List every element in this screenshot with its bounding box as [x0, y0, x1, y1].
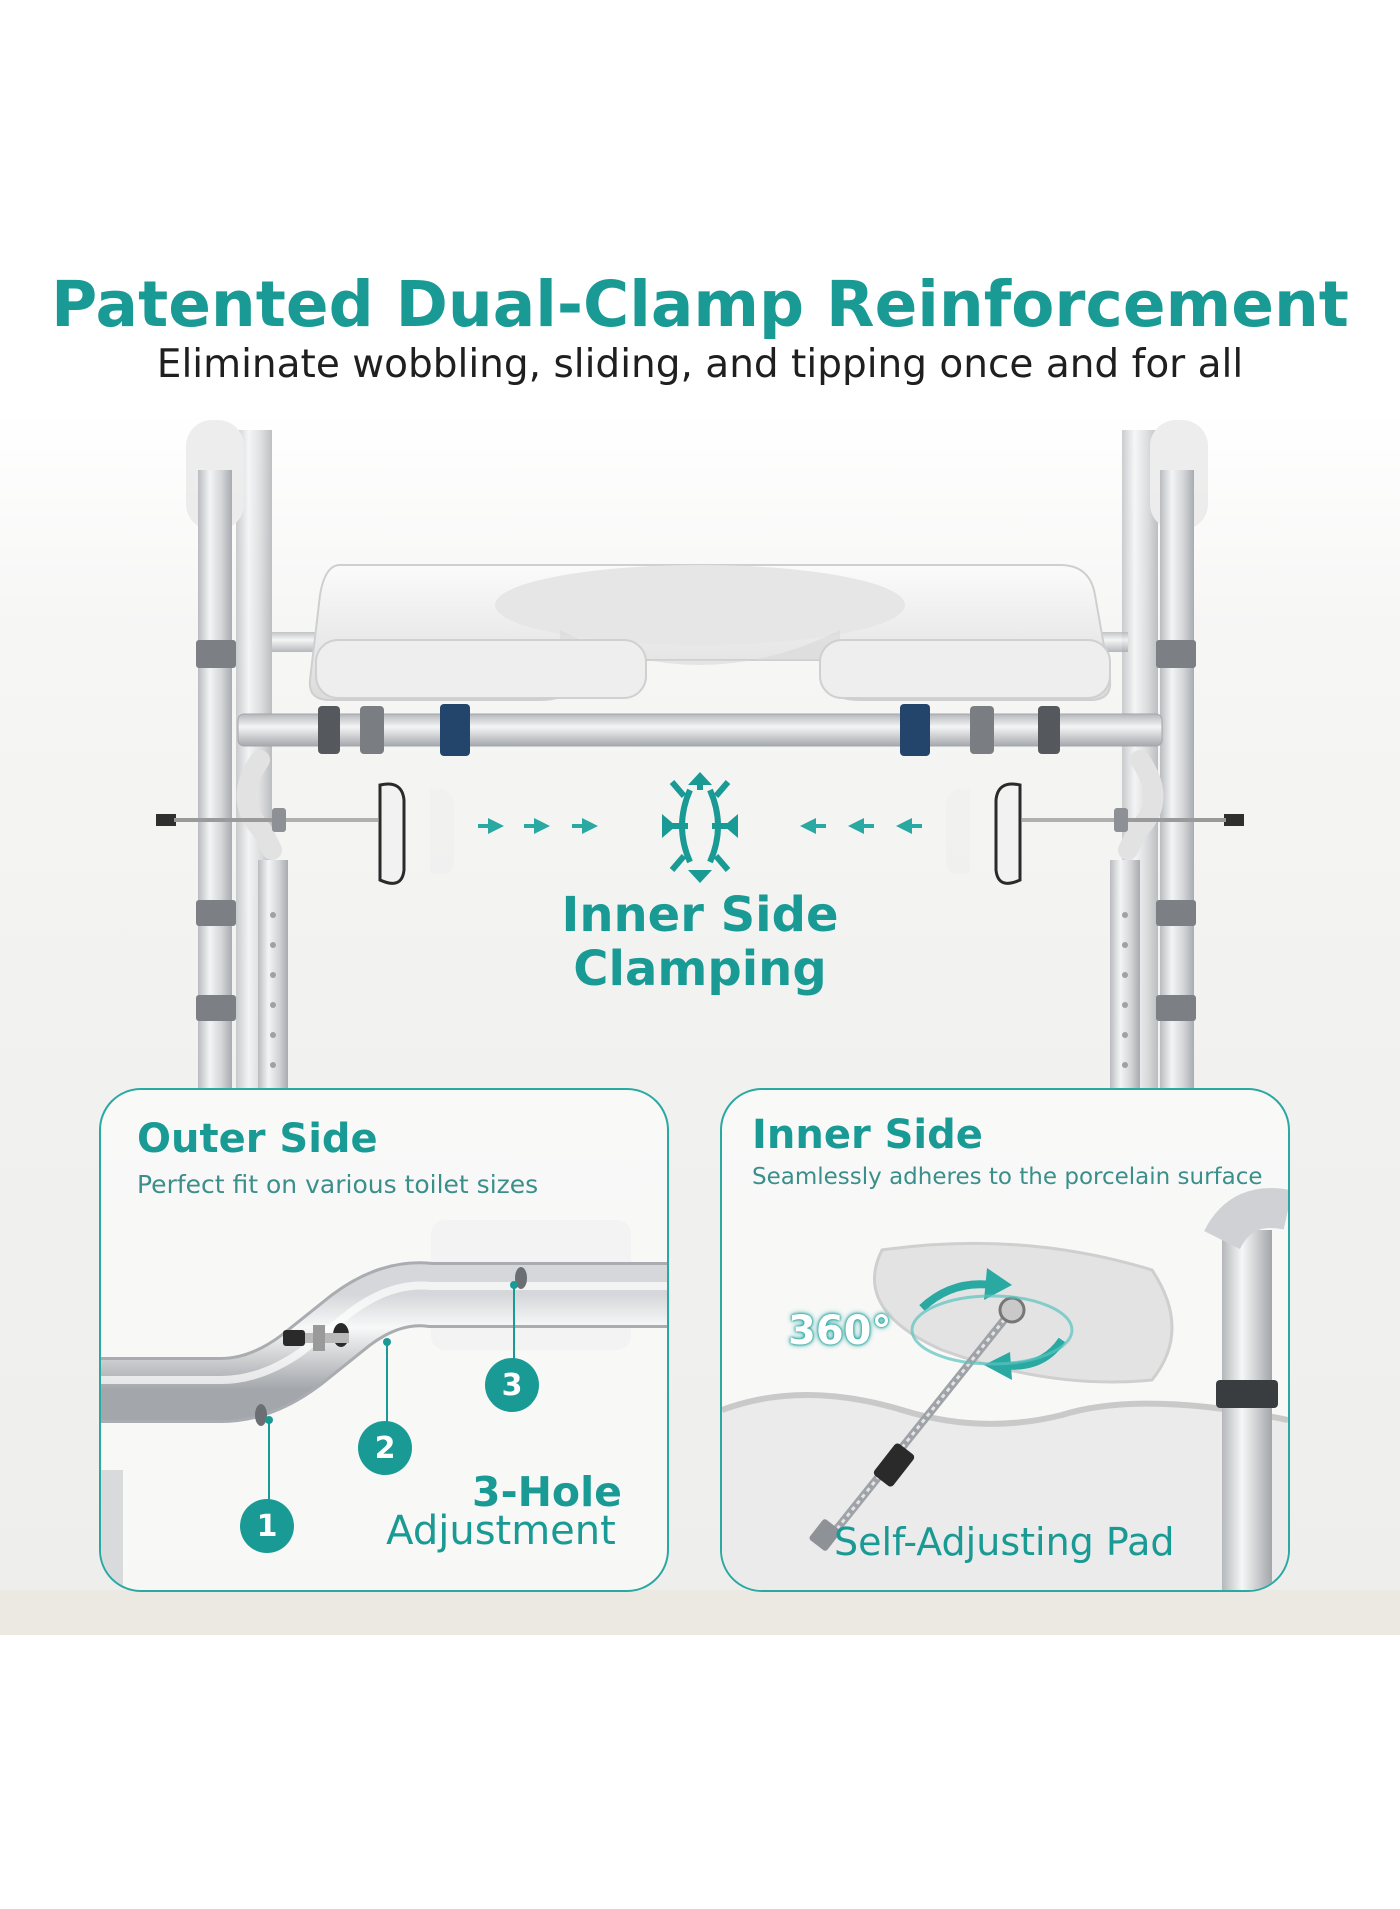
- center-label-line2: Clamping: [573, 941, 827, 997]
- left-inner-clamp: [156, 782, 454, 885]
- outer-side-illustration: [101, 1220, 667, 1590]
- compress-arrows-icon: [662, 772, 738, 883]
- inner-side-subtitle: Seamlessly adheres to the porcelain surf…: [752, 1164, 1263, 1190]
- floor-strip: [0, 1590, 1400, 1635]
- right-inner-clamp: [946, 782, 1244, 885]
- hole-badge-2: 2: [358, 1421, 412, 1475]
- pole-collars: [196, 640, 1196, 1021]
- rotation-label: 360°: [788, 1308, 892, 1354]
- subheadline: Eliminate wobbling, sliding, and tipping…: [156, 342, 1244, 387]
- inner-side-panel: Inner Side Seamlessly adheres to the por…: [720, 1088, 1290, 1592]
- outer-side-subtitle: Perfect fit on various toilet sizes: [137, 1170, 539, 1199]
- bar-straps: [318, 704, 1060, 756]
- inward-arrows-icon: [478, 818, 922, 834]
- toilet-safety-frame-illustration: [156, 420, 1244, 1090]
- adjustment-holes: [270, 912, 1128, 1068]
- three-hole-label: 3-Hole: [472, 1468, 622, 1516]
- wing-bolt: [283, 1325, 349, 1351]
- inner-side-illustration: [722, 1188, 1288, 1590]
- hole-badge-3: 3: [485, 1358, 539, 1412]
- self-adjusting-pad-label: Self-Adjusting Pad: [834, 1520, 1175, 1564]
- toilet-seat: [308, 564, 1112, 701]
- center-label-line1: Inner Side: [561, 887, 839, 943]
- hole-badge-1: 1: [240, 1499, 294, 1553]
- headline: Patented Dual-Clamp Reinforcement: [51, 268, 1349, 341]
- rotate-arrows-icon: [910, 1268, 1074, 1380]
- clamp-screw: [809, 1296, 1026, 1551]
- inner-side-clamping-label: Inner Side Clamping: [500, 888, 900, 996]
- inner-side-title: Inner Side: [752, 1112, 983, 1158]
- outer-side-title: Outer Side: [137, 1116, 378, 1162]
- adjustment-label: Adjustment: [386, 1508, 616, 1554]
- outer-side-panel: Outer Side Perfect fit on various toilet…: [99, 1088, 669, 1592]
